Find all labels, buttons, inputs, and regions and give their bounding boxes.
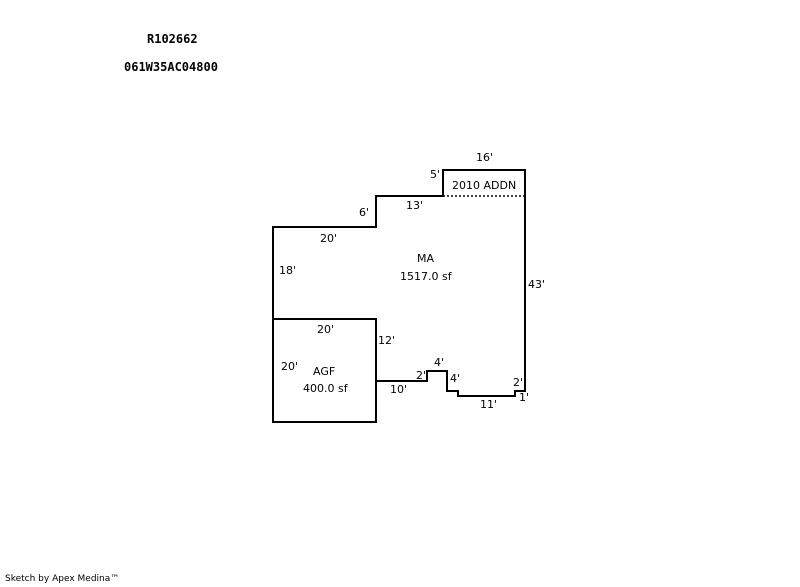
dim-bump-2-left: 2': [416, 369, 426, 382]
dim-right-43: 43': [528, 278, 545, 291]
dim-bump-4-right: 4': [450, 372, 460, 385]
dim-corner-2: 2': [513, 376, 523, 389]
dim-garage-right-12: 12': [378, 334, 395, 347]
garage-area-size: 400.0 sf: [303, 382, 349, 395]
dim-left-18: 18': [279, 264, 296, 277]
dim-bump-4-top: 4': [434, 356, 444, 369]
dim-garage-top-20: 20': [317, 323, 334, 336]
garage-outline: [272, 318, 377, 423]
dim-corner-1: 1': [519, 391, 529, 404]
dim-bottom-11: 11': [480, 398, 497, 411]
dim-garage-left-20: 20': [281, 360, 298, 373]
dim-step-13: 13': [406, 199, 423, 212]
dim-addn-left: 5': [430, 168, 440, 181]
dim-bottom-10: 10': [390, 383, 407, 396]
footer-credit: Sketch by Apex Medina™: [5, 574, 120, 584]
dim-addn-top: 16': [476, 151, 493, 164]
main-area-outline: [272, 169, 526, 397]
addition-label: 2010 ADDN: [452, 179, 516, 192]
dim-step-6: 6': [359, 206, 369, 219]
main-area-size: 1517.0 sf: [400, 270, 453, 283]
garage-area-code: AGF: [313, 365, 335, 378]
main-area-code: MA: [417, 252, 434, 265]
parcel-id: R102662: [147, 32, 198, 46]
map-number: 061W35AC04800: [124, 60, 218, 74]
dim-top-left-20: 20': [320, 232, 337, 245]
